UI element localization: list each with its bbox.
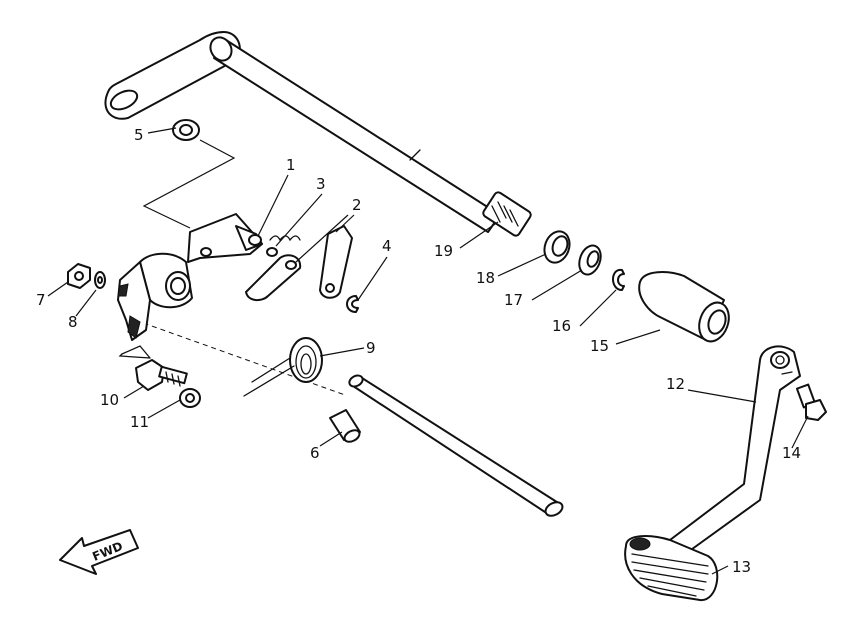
assembly-line [134,319,346,396]
callout-5: 5 [134,126,144,144]
part-16-circlip [612,268,625,291]
callout-11: 11 [130,413,149,431]
part-10-bolt [135,359,188,391]
part-15-sleeve [638,271,730,343]
collar-guide-line [142,139,236,229]
callout-2: 2 [352,196,362,214]
part-8-washer [94,271,106,289]
part-19-shift-shaft [104,31,532,237]
callout-8: 8 [68,313,78,331]
part-3-spring [266,235,301,257]
part-2-pawls [245,225,353,302]
part-5-collar [172,119,200,141]
callout-1: 1 [286,156,296,174]
part-9-return-spring [243,337,323,397]
part-11-eccentric [179,388,201,408]
callout-10: 10 [100,391,119,409]
callout-16: 16 [552,317,571,335]
part-7-nut [67,263,91,289]
callout-18: 18 [476,269,495,287]
callout-17: 17 [504,291,523,309]
part-1-shift-lever [117,213,263,341]
callout-15: 15 [590,337,609,355]
part-12-shift-pedal-arm [669,345,801,553]
callout-12: 12 [666,375,685,393]
leader-lines [47,127,809,575]
part-4-circlip [346,295,359,313]
callout-19: 19 [434,242,453,260]
part-18-oil-seal [543,230,571,264]
callout-13: 13 [732,558,751,576]
fwd-arrow-icon: FWD [59,529,139,575]
callout-14: 14 [782,444,801,462]
part-13-foot-rubber [624,535,719,601]
shift-rod [348,374,564,517]
part-17-washer [578,244,602,276]
part-6-pin [329,409,361,443]
callout-6: 6 [310,444,320,462]
bolt-guide-lines [118,345,151,359]
part-14-bolt [795,383,827,421]
callout-7: 7 [36,291,46,309]
callout-4: 4 [382,237,392,255]
callout-9: 9 [366,339,376,357]
callout-3: 3 [316,175,326,193]
